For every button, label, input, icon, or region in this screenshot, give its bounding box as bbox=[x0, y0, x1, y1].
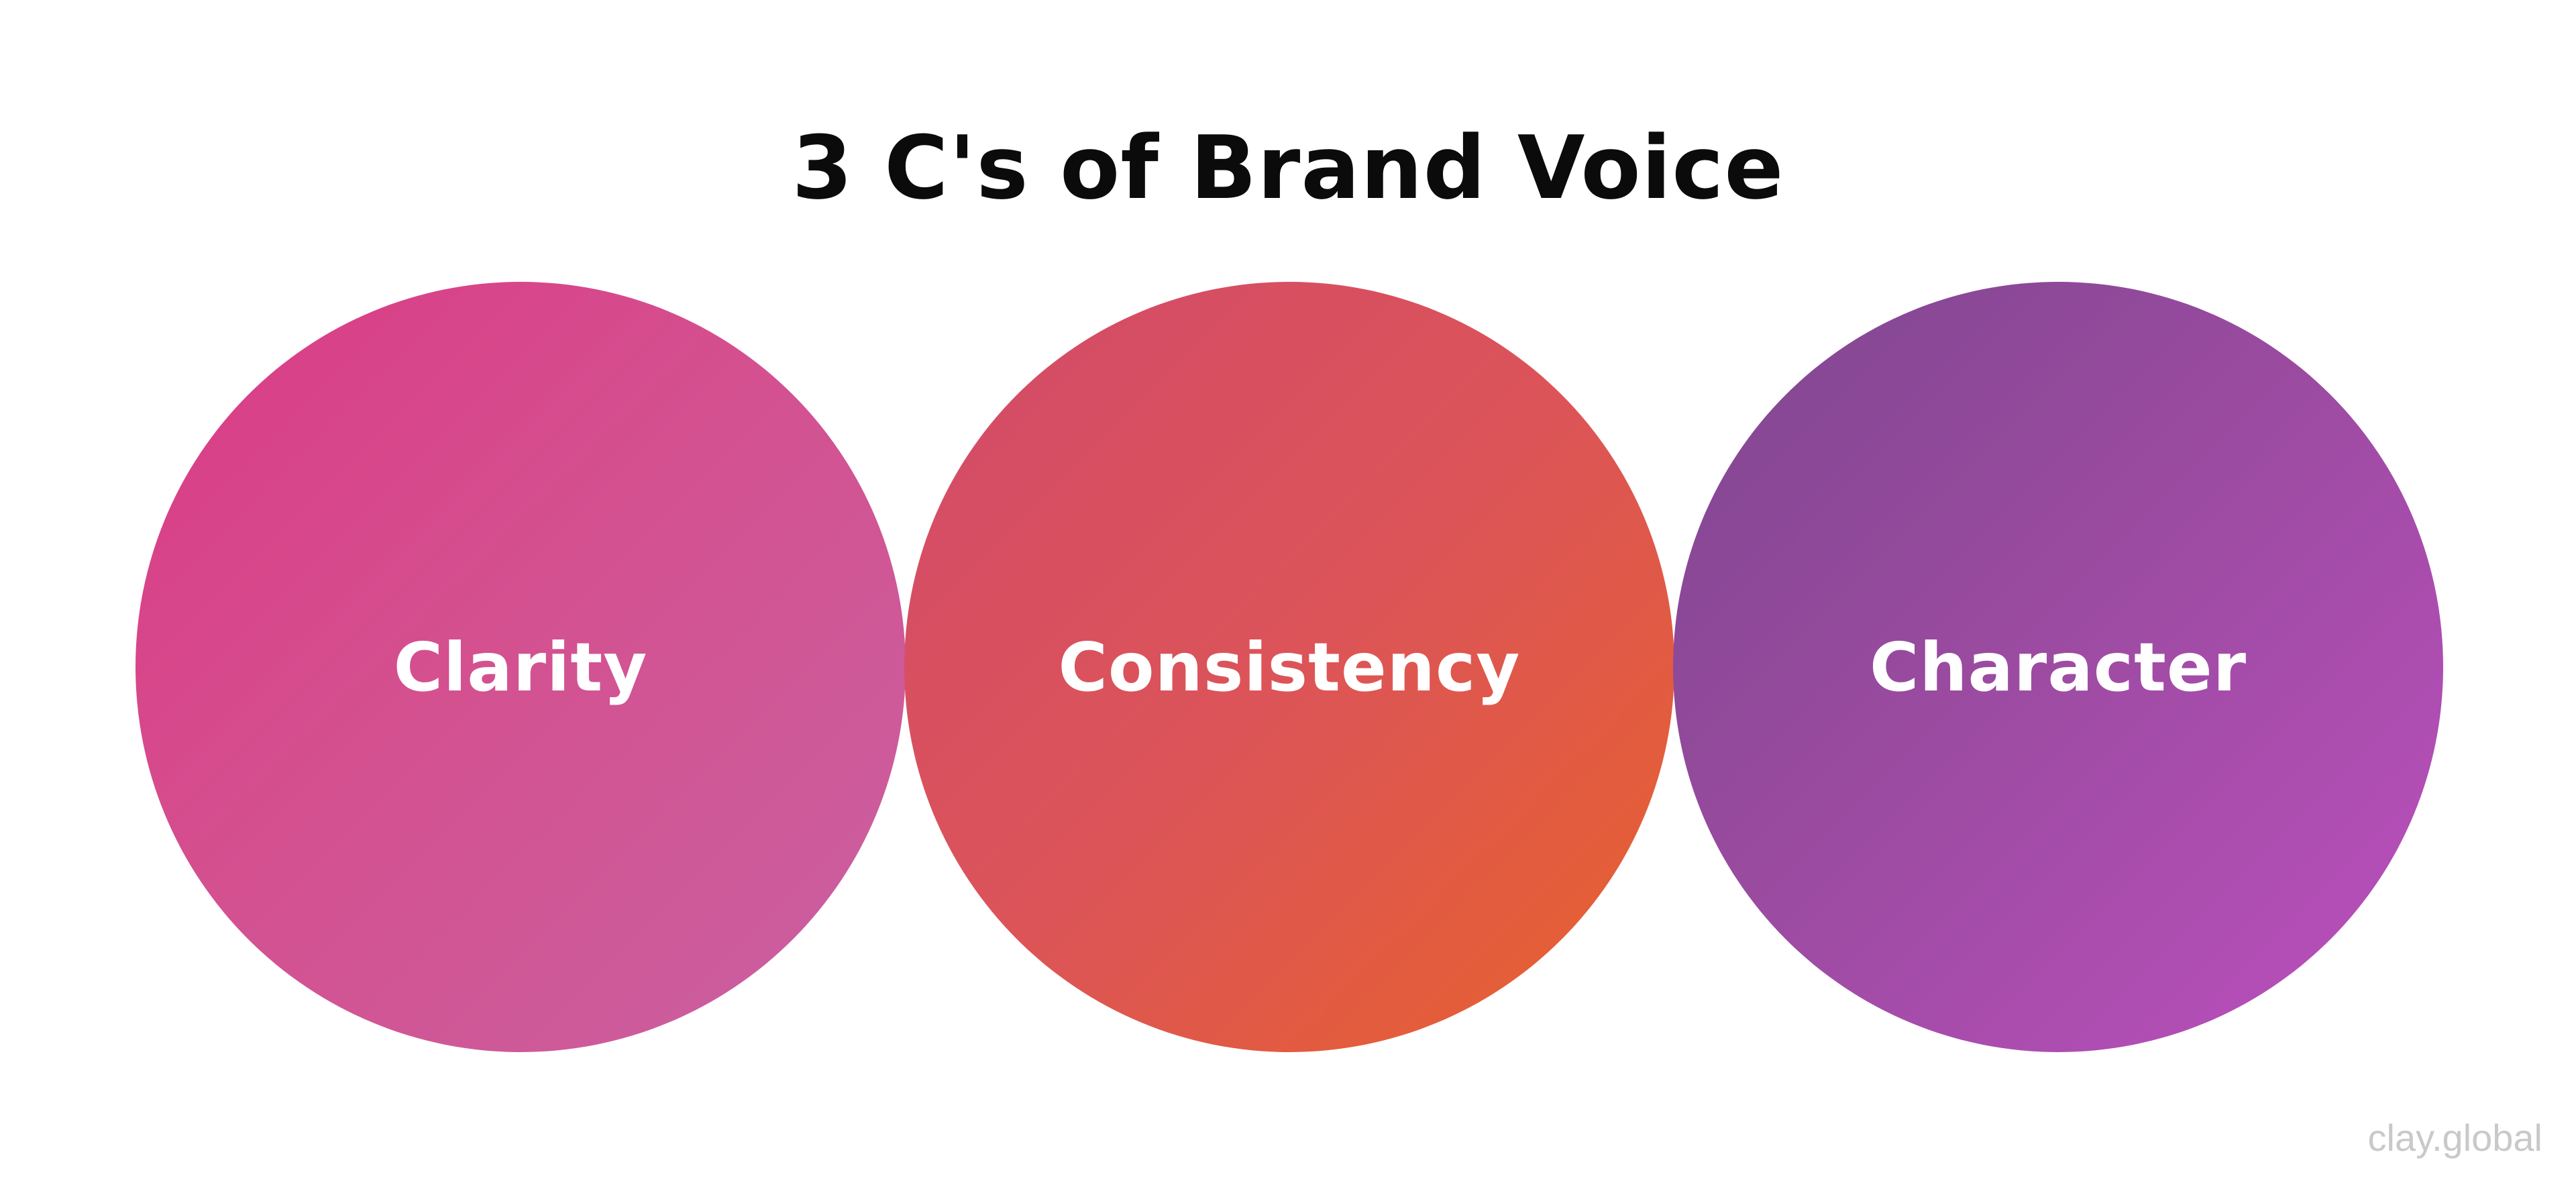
consistency-circle: Consistency bbox=[904, 282, 1674, 1052]
clarity-label: Clarity bbox=[393, 627, 648, 707]
character-circle: Character bbox=[1673, 282, 2443, 1052]
clarity-circle: Clarity bbox=[136, 282, 906, 1052]
character-label: Character bbox=[1869, 627, 2247, 707]
diagram-title: 3 C's of Brand Voice bbox=[792, 117, 1784, 219]
consistency-label: Consistency bbox=[1058, 627, 1521, 707]
watermark: clay.global bbox=[2367, 1117, 2542, 1159]
